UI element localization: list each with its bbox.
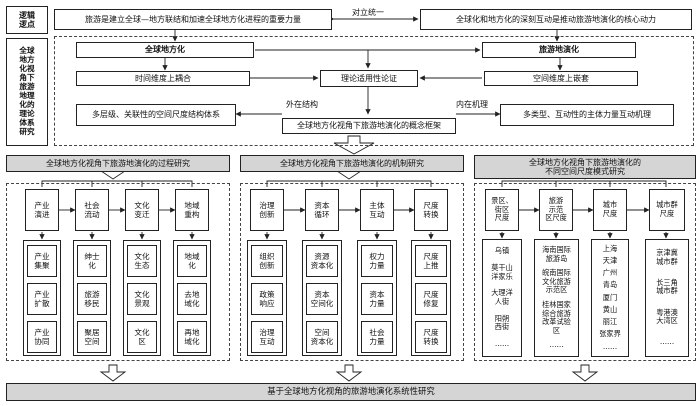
list-item: …… bbox=[659, 337, 675, 347]
space-nesting-box: 空间维度上嵌套 bbox=[484, 71, 638, 86]
process-item: 地域 化 bbox=[177, 245, 207, 277]
list-item: 粤港澳 大湾区 bbox=[656, 307, 678, 326]
list-item: 阳朔 西街 bbox=[494, 313, 510, 332]
outer-structure-label: 外在结构 bbox=[286, 100, 318, 109]
global-localization-box: 全球地方化 bbox=[76, 42, 254, 58]
process-item: 去地 域化 bbox=[177, 283, 207, 315]
list-item: 青岛 bbox=[602, 280, 618, 290]
model-list-cluster: 京津冀 城市群 长三角 城市群 粤港澳 大湾区 …… bbox=[645, 239, 689, 357]
inner-mechanism-label: 内在机理 bbox=[456, 100, 488, 109]
process-head-territory: 地域 重构 bbox=[175, 189, 209, 231]
list-item: 张家界 bbox=[599, 329, 621, 339]
process-item: 旅游 移民 bbox=[77, 283, 107, 315]
mechanism-title: 全球地方化视角下旅游地演化的机制研究 bbox=[240, 155, 464, 172]
model-group bbox=[474, 183, 696, 361]
list-item: 天津 bbox=[602, 256, 618, 265]
conceptual-framework-box: 全球地方化视角下旅游地演化的概念框架 bbox=[282, 118, 456, 134]
list-item: 厦门 bbox=[602, 292, 618, 302]
list-item: 乌镇 bbox=[494, 246, 510, 256]
mechanism-head-links bbox=[264, 232, 434, 240]
process-head-social: 社会 流动 bbox=[75, 189, 109, 231]
list-item: 丽江 bbox=[602, 317, 618, 327]
mechanism-item: 政策 响应 bbox=[251, 283, 283, 315]
model-head-scenic: 景区、 街区 尺度 bbox=[485, 189, 519, 231]
mechanism-item: 资源 资本化 bbox=[306, 245, 338, 277]
systematic-research-bar: 基于全球地方化视角的旅游地演化系统性研究 bbox=[6, 383, 696, 401]
list-item: …… bbox=[494, 339, 510, 349]
list-item: 大理洋 人街 bbox=[491, 288, 513, 306]
model-head-demo: 旅游 示范 区尺度 bbox=[539, 189, 573, 231]
list-item: 广州 bbox=[602, 268, 618, 278]
model-head-links bbox=[499, 232, 669, 239]
list-item: …… bbox=[549, 340, 564, 350]
list-item: 皖南国际 文化旅游 示范区 bbox=[542, 268, 571, 295]
mechanism-fanout bbox=[266, 180, 432, 187]
list-item: 上海 bbox=[602, 243, 618, 253]
model-title: 全球地方化视角下旅游地演化的 不同空间尺度模式研究 bbox=[474, 155, 696, 179]
process-title: 全球地方化视角下旅游地演化的过程研究 bbox=[6, 155, 230, 172]
mechanism-head-capital: 资本 循环 bbox=[305, 189, 339, 231]
list-item: …… bbox=[602, 341, 618, 351]
model-list-demo: 海南国际 旅游岛 皖南国际 文化旅游 示范区 桂林国家 综合旅游 改革试验 区 … bbox=[534, 239, 579, 357]
block-arrow-bottom bbox=[99, 364, 127, 382]
mechanism-item: 空间 资本化 bbox=[306, 321, 338, 353]
mechanism-head-scale: 尺度 转换 bbox=[414, 189, 448, 231]
actor-interaction-box: 多类型、互动性的主体力量互动机理 bbox=[500, 104, 674, 126]
list-item: 莫干山 洋家乐 bbox=[491, 262, 513, 281]
logic-label: 逻辑 逻点 bbox=[6, 6, 48, 34]
list-item: 京津冀 城市群 bbox=[656, 248, 678, 266]
top-right-box: 全球化和地方化的深刻互动是推动旅游地演化的核心动力 bbox=[420, 9, 692, 30]
process-item: 产业 扩散 bbox=[27, 283, 57, 315]
model-list-city: 上海 天津 广州 青岛 厦门 黄山 丽江 张家界 …… bbox=[591, 239, 629, 357]
process-item: 产业 集聚 bbox=[27, 245, 57, 277]
model-list-scenic: 乌镇 莫干山 洋家乐 大理洋 人街 阳朔 西街 …… bbox=[482, 239, 522, 357]
spatial-scale-system-box: 多层级、关联性的空间尺度结构体系 bbox=[76, 104, 236, 126]
mechanism-head-actors: 主体 互动 bbox=[360, 189, 394, 231]
theory-label: 全球 地方 化视 角下 旅游 地理 化的 理论 体系 研究 bbox=[6, 38, 48, 146]
process-item: 再地 域化 bbox=[177, 321, 207, 353]
time-coupling-box: 时间维度上耦合 bbox=[76, 71, 250, 86]
model-head-cluster: 城市群 尺度 bbox=[649, 189, 685, 231]
theory-region bbox=[54, 36, 694, 146]
model-head-city: 城市 尺度 bbox=[593, 189, 627, 231]
process-group bbox=[6, 183, 230, 361]
tourism-evolution-box: 旅游地演化 bbox=[482, 42, 636, 58]
mechanism-group bbox=[240, 183, 464, 361]
mechanism-item: 社会 力量 bbox=[361, 321, 393, 353]
process-item: 绅士 化 bbox=[77, 245, 107, 277]
mechanism-item: 治理 互动 bbox=[251, 321, 283, 353]
process-item: 文化 区 bbox=[127, 321, 157, 353]
mechanism-item: 资本 空间化 bbox=[306, 283, 338, 315]
block-arrow-bottom-mid bbox=[335, 364, 363, 382]
opposition-unity-label: 对立统一 bbox=[352, 8, 384, 17]
mechanism-item: 尺度 转换 bbox=[415, 321, 447, 353]
mechanism-head-governance: 治理 创新 bbox=[250, 189, 284, 231]
process-item: 产业 协同 bbox=[27, 321, 57, 353]
mechanism-item: 尺度 上推 bbox=[415, 245, 447, 277]
process-head-industry: 产业 演进 bbox=[25, 189, 59, 231]
block-arrow-bottom-right bbox=[571, 364, 599, 382]
theory-method-box: 理论适用性论证 bbox=[320, 70, 418, 87]
mechanism-item: 权力 力量 bbox=[361, 245, 393, 277]
process-item: 聚居 空间 bbox=[77, 321, 107, 353]
mechanism-item: 资本 力量 bbox=[361, 283, 393, 315]
list-item: 海南国际 旅游岛 bbox=[542, 244, 571, 263]
process-item: 文化 生态 bbox=[127, 245, 157, 277]
mechanism-item: 尺度 修复 bbox=[415, 283, 447, 315]
process-head-culture: 文化 变迁 bbox=[125, 189, 159, 231]
mechanism-item: 组织 创新 bbox=[251, 245, 283, 277]
list-item: 长三角 城市群 bbox=[656, 277, 678, 296]
model-fanout bbox=[501, 180, 667, 187]
process-item: 文化 景观 bbox=[127, 283, 157, 315]
process-head-links bbox=[39, 232, 195, 240]
list-item: 桂林国家 综合旅游 改革试验 区 bbox=[542, 299, 571, 335]
top-left-box: 旅游是建立全球—地方联结和加速全球地方化进程的重要力量 bbox=[54, 9, 332, 30]
process-fanout bbox=[41, 180, 193, 187]
list-item: 黄山 bbox=[602, 304, 618, 314]
